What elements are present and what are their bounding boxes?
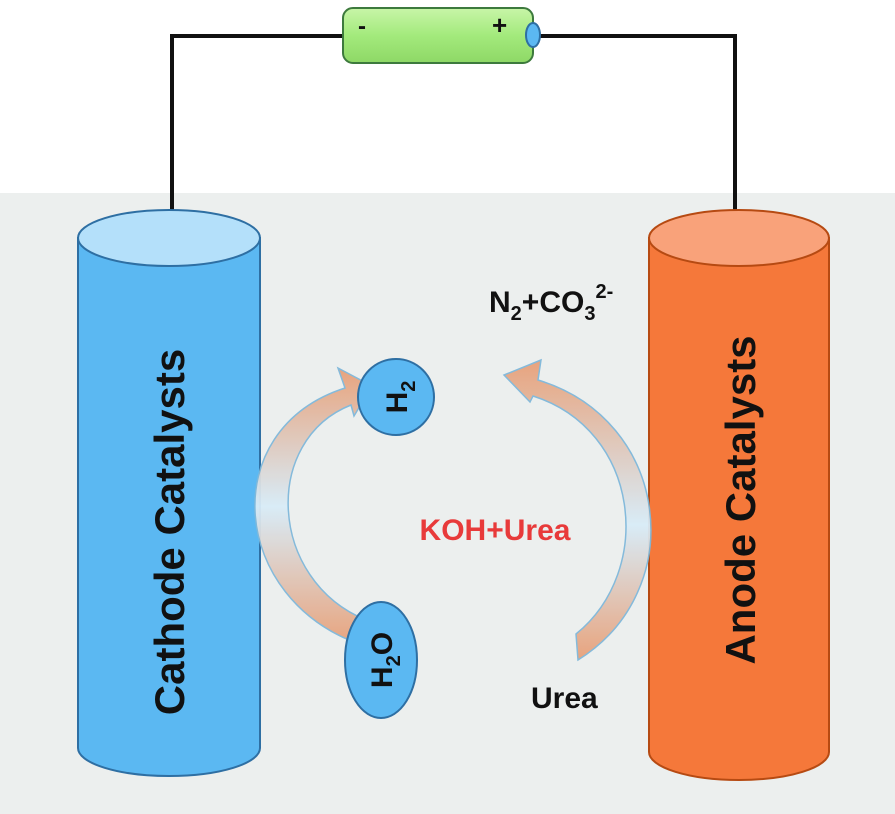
battery: - + bbox=[342, 7, 541, 64]
h2o-label: H2O bbox=[366, 632, 405, 688]
wire-positive bbox=[535, 34, 737, 216]
urea-label: Urea bbox=[531, 682, 598, 715]
anode-products-label: N2+CO32- bbox=[489, 281, 613, 325]
battery-terminal bbox=[525, 22, 541, 48]
h2-bubble: H2 bbox=[357, 358, 435, 436]
cathode-electrode: Cathode Catalysts bbox=[77, 209, 261, 777]
h2-label: H2 bbox=[381, 381, 420, 414]
cathode-label: Cathode Catalysts bbox=[146, 349, 193, 715]
h2o-bubble: H2O bbox=[344, 601, 418, 719]
electrolyte-label: KOH+Urea bbox=[420, 514, 571, 547]
wire-negative bbox=[170, 34, 345, 216]
anode-label: Anode Catalysts bbox=[717, 335, 764, 664]
anode-reaction-arrow bbox=[502, 358, 652, 662]
cathode-reaction-arrow bbox=[254, 366, 374, 646]
battery-negative-sign: - bbox=[358, 13, 366, 40]
anode-electrode: Anode Catalysts bbox=[648, 209, 830, 781]
battery-positive-sign: + bbox=[492, 10, 507, 40]
